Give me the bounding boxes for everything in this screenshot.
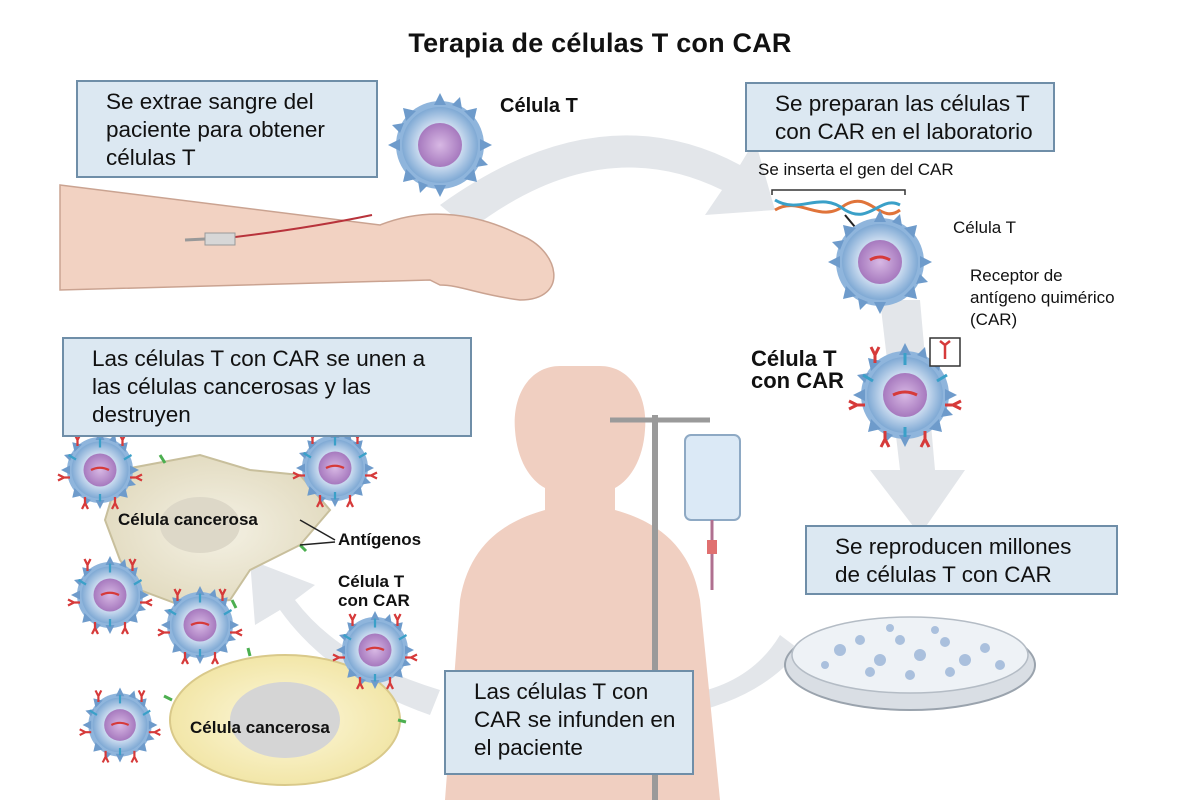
step-extract-box: Se extrae sangre del paciente para obten…: [76, 80, 378, 178]
label-gene-insert: Se inserta el gen del CAR: [758, 160, 954, 179]
label-car-t-cell: Célula T con CAR: [751, 346, 844, 393]
step-prepare-box: Se preparan las células T con CAR en el …: [745, 82, 1055, 152]
step-destroy-box: Las células T con CAR se unen a las célu…: [62, 337, 472, 437]
label-cancer-cell-1: Célula cancerosa: [118, 510, 258, 529]
t-cell-top: [388, 93, 492, 197]
label-receptor: Receptor de antígeno quimérico (CAR): [970, 266, 1115, 329]
label-antigens: Antígenos: [338, 530, 422, 549]
patient-arm: [59, 184, 555, 301]
petri-dish: [784, 616, 1036, 711]
t-cell-lab: [828, 210, 932, 314]
label-car-t-cell-small: Célula T con CAR: [338, 572, 410, 610]
diagram-title: Terapia de células T con CAR: [408, 28, 792, 58]
label-cancer-cell-2: Célula cancerosa: [190, 718, 330, 737]
label-t-cell-lab: Célula T: [953, 218, 1016, 237]
cancer-cell-1: [103, 453, 332, 609]
step-infuse-box: Las células T con CAR se infunden en el …: [444, 670, 694, 775]
step-reproduce-box: Se reproducen millones de células T con …: [805, 525, 1118, 595]
cancer-cell-2: [163, 647, 407, 786]
antigen-pointers: [299, 519, 336, 546]
car-t-cell-f: [80, 688, 161, 763]
receptor-inset: [929, 337, 961, 367]
label-t-cell-top: Célula T: [500, 95, 578, 117]
arrow-to-lab: [440, 135, 775, 230]
